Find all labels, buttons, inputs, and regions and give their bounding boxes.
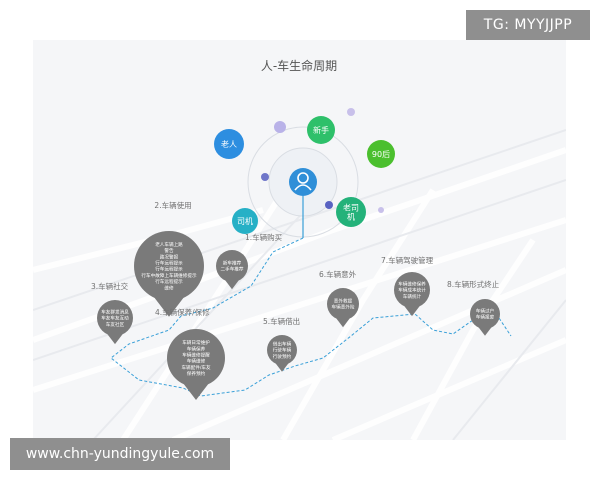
center-avatar: [289, 168, 317, 196]
pin-line: 车友群发消息: [101, 308, 129, 315]
stage-title: 8.车辆形式终止: [447, 279, 500, 289]
pin-tip: [404, 306, 420, 317]
diagram-title: 人-车生命周期: [261, 58, 337, 73]
persona-bubble-circle: [307, 116, 335, 144]
pin-tip: [107, 334, 123, 345]
stage-pins: 老人车辆上路警告路况警报行车远程提示行车远程提示行车中故障上车辆维修提示行车远程…: [97, 231, 500, 401]
pin-tip: [478, 327, 492, 336]
pin-tip: [154, 297, 184, 317]
pin-head: [134, 231, 204, 301]
pin-line: 行驶预约: [273, 353, 292, 360]
pin-tip: [225, 280, 239, 290]
pin-head: [97, 300, 133, 336]
pin-head: [470, 299, 500, 329]
persona-bubble: 新手: [307, 116, 335, 144]
stage-title: 1.车辆购买: [245, 232, 283, 242]
diagram-canvas: 人-车生命周期: [33, 58, 566, 440]
pin-line: 行车远程提示: [155, 260, 183, 267]
pin-line: 新车推荐: [223, 260, 242, 267]
pin-line: 车辆报废: [476, 314, 495, 321]
lifecycle-diagram: 人-车生命周期: [33, 40, 566, 440]
stage-pin: 老人车辆上路警告路况警报行车远程提示行车远程提示行车中故障上车辆维修提示行车远程…: [134, 231, 204, 317]
pin-line: 车辆维修: [187, 358, 206, 365]
pin-line: 车辆维修提醒: [182, 352, 210, 359]
pin-line: 车辆维修保养: [398, 280, 426, 287]
persona-bubble-circle: [336, 197, 366, 227]
persona-bubble: 90后: [367, 140, 395, 168]
stage-title: 2.车辆使用: [154, 200, 191, 210]
pin-line: 车辆配件/车友: [181, 364, 211, 371]
pin-tip: [183, 384, 209, 401]
pin-head: [216, 250, 248, 282]
pin-line: 车友社区: [106, 321, 125, 328]
pin-line: 行车中故障上车辆维修提示: [141, 272, 197, 279]
pin-line: 行车远程提示: [155, 278, 183, 285]
site-watermark: www.chn-yundingyule.com: [10, 438, 230, 470]
pin-line: 二手车推荐: [221, 266, 244, 273]
stage-title: 5.车辆借出: [263, 316, 300, 326]
pin-head: [167, 329, 225, 387]
stage-title: 3.车辆社交: [91, 281, 129, 291]
persona-bubble-label: 新手: [313, 125, 329, 135]
lifecycle-path: [110, 237, 512, 397]
pin-head: [394, 272, 430, 308]
pin-line: 车辆保养: [187, 345, 206, 352]
pin-line: 意外救援: [334, 298, 353, 305]
pin-line: 行车远程提示: [155, 266, 183, 273]
background-map-thin: [33, 129, 566, 440]
persona-bubble-label: 90后: [372, 149, 390, 159]
pin-line: 保养预约: [187, 370, 206, 377]
pin-head: [267, 335, 297, 365]
persona-bubble-circle: [214, 129, 244, 159]
persona-bubble-label: 老司: [343, 203, 359, 213]
persona-bubble-circle: [367, 140, 395, 168]
pin-line: 车辆统计: [403, 293, 422, 300]
stage-titles: 2.车辆使用 1.车辆购买 3.车辆社交 4.车辆保养/保修 5.车辆借出 6.车辆意外 7…: [91, 200, 500, 326]
pin-line: 行驶车辆: [273, 347, 292, 354]
persona-bubble: 司机: [232, 208, 258, 234]
persona-bubble-circle: [232, 208, 258, 234]
pin-tip: [336, 318, 350, 328]
pin-line: 借出车辆: [273, 340, 292, 347]
pin-line: 路况警报: [160, 253, 179, 260]
pin-line: 车友车友互动: [101, 315, 129, 322]
pin-line: 维修: [164, 284, 174, 291]
stage-title: 7.车辆驾驶管理: [381, 255, 434, 265]
pin-line: 警告: [164, 247, 174, 254]
stage-title: 4.车辆保养/保修: [155, 307, 210, 317]
pin-head: [327, 288, 359, 320]
persona-bubble-label: 老人: [221, 139, 237, 149]
user-avatar-icon: [294, 172, 312, 191]
pin-line: 车辆过户: [476, 308, 494, 315]
tg-watermark: TG: MYYJJPP: [466, 10, 590, 40]
persona-bubble-label: 机: [347, 212, 355, 222]
persona-bubble: 老司机: [336, 197, 366, 227]
persona-bubble-label: 司机: [237, 216, 253, 226]
pin-line: 老人车辆上路: [155, 241, 183, 248]
pin-tip: [275, 363, 289, 372]
pin-line: 车辆成本统计: [398, 287, 426, 294]
pin-line: 车辆意外险: [332, 304, 355, 311]
persona-bubble: 老人: [214, 129, 244, 159]
stage-title: 6.车辆意外: [319, 269, 357, 279]
pin-line: 车辆日常维护: [182, 339, 210, 346]
